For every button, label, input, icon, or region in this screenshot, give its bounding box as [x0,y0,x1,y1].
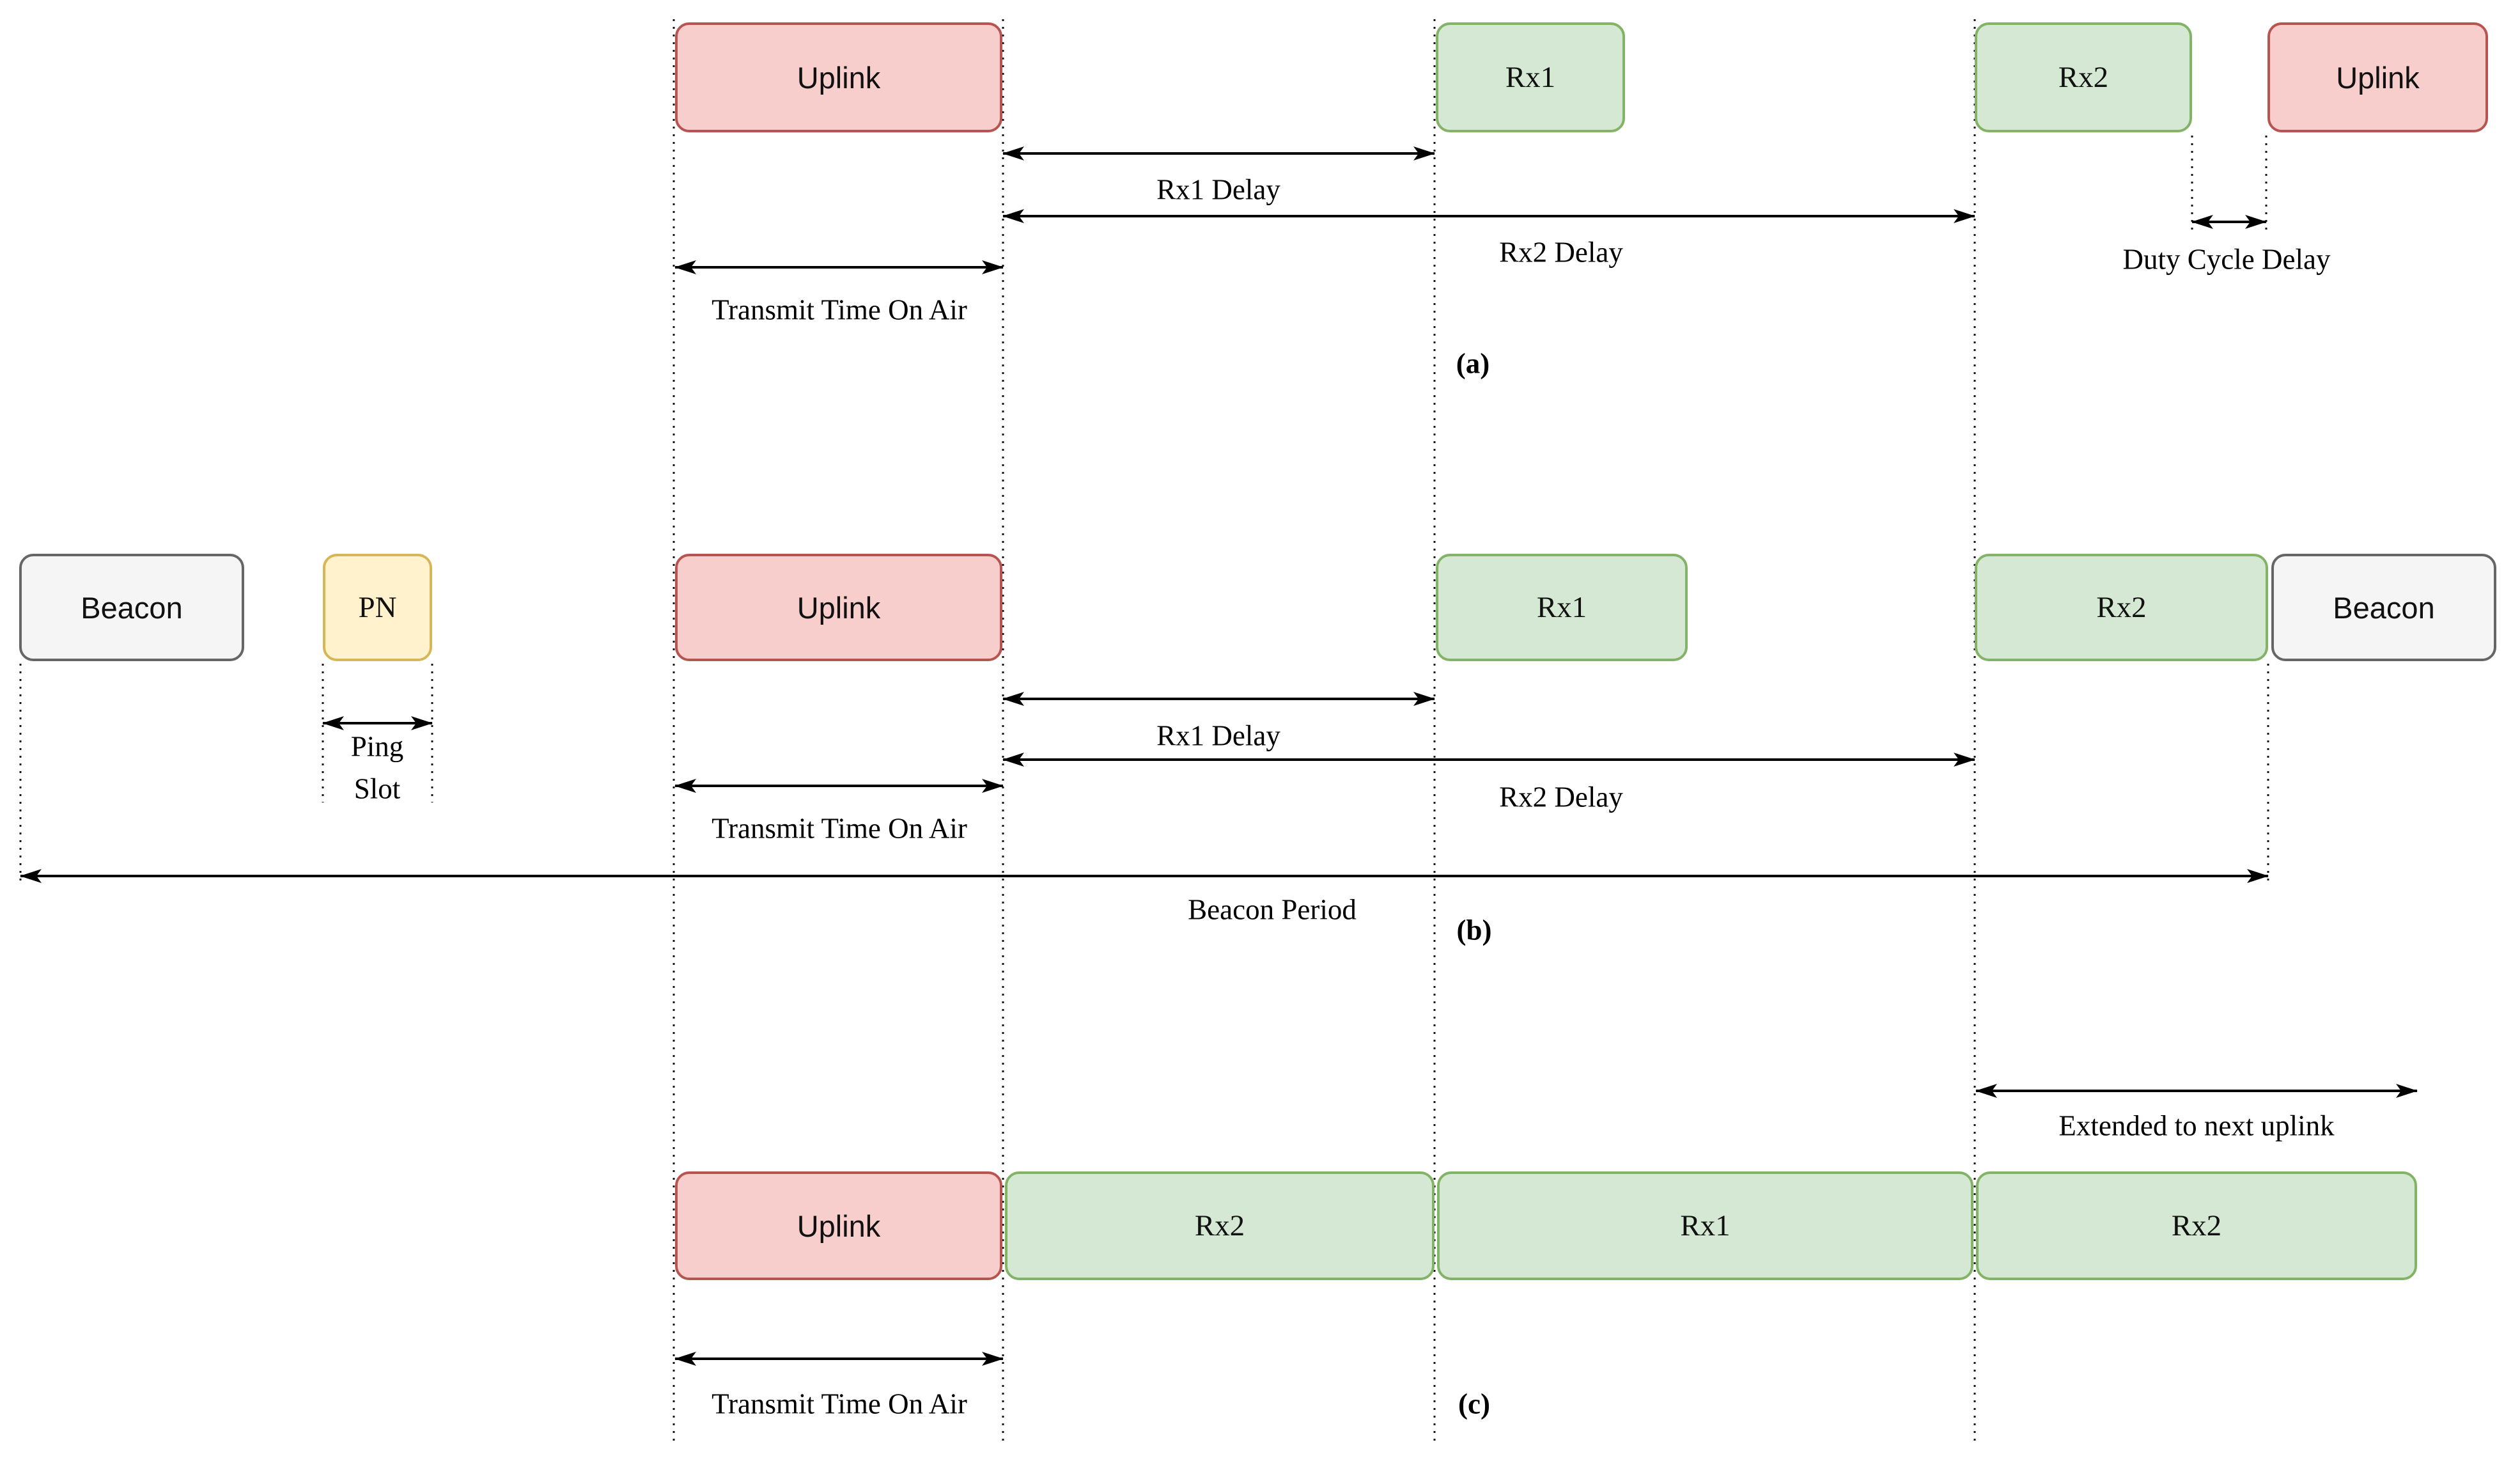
rx1-box-c: Rx1 [1437,1171,1973,1280]
rx1-delay-label-a: Rx1 Delay [1156,173,1280,206]
ttoa-label-c: Transmit Time On Air [712,1388,967,1420]
rx2-box-a: Rx2 [1975,22,2192,132]
rx2-box-c1-label: Rx2 [1194,1209,1245,1242]
beacon-box-b1-label: Beacon [81,590,183,625]
rx1-box-a-label: Rx1 [1505,60,1556,94]
ttoa-label-b: Transmit Time On Air [712,812,967,845]
duty-cycle-delay-label: Duty Cycle Delay [2122,243,2331,276]
rx2-delay-label-b: Rx2 Delay [1499,781,1623,813]
rx1-box-a: Rx1 [1436,22,1625,132]
rx1-delay-label-b: Rx1 Delay [1156,719,1280,752]
uplink-box-a-label: Uplink [797,60,881,95]
uplink-box-c-label: Uplink [797,1209,881,1243]
rx2-box-b: Rx2 [1975,554,2268,661]
rx1-box-b-label: Rx1 [1536,590,1587,624]
beacon-period-label: Beacon Period [1188,893,1357,926]
ping-label-line2: Slot [354,772,401,805]
pn-box-b: PN [323,554,432,661]
uplink-box-b-label: Uplink [797,590,881,625]
rx1-box-c-label: Rx1 [1680,1209,1731,1242]
beacon-box-b2: Beacon [2271,554,2496,661]
caption-b: (b) [1456,914,1492,946]
rx2-box-b-label: Rx2 [2096,590,2147,624]
uplink-box-b: Uplink [675,554,1002,661]
dimension-arrows-group [20,146,2418,1366]
rx2-box-c2-label: Rx2 [2171,1209,2222,1242]
uplink-box-c: Uplink [675,1171,1002,1280]
beacon-box-b1: Beacon [19,554,244,661]
beacon-box-b2-label: Beacon [2333,590,2435,625]
caption-c: (c) [1458,1388,1490,1420]
uplink-box-a2-label: Uplink [2336,60,2420,95]
dotted-guides-group [19,19,2269,1446]
rx2-delay-label-a: Rx2 Delay [1499,236,1623,269]
uplink-box-a: Uplink [675,22,1002,132]
caption-a: (a) [1456,347,1490,380]
rx2-box-a-label: Rx2 [2058,60,2109,94]
pn-box-b-label: PN [358,590,397,624]
rx1-box-b: Rx1 [1436,554,1688,661]
extended-label: Extended to next uplink [2058,1109,2335,1142]
rx2-box-c1: Rx2 [1005,1171,1435,1280]
uplink-box-a2: Uplink [2267,22,2488,132]
rx2-box-c2: Rx2 [1976,1171,2417,1280]
ping-label-line1: Ping [350,730,404,763]
ttoa-label-a: Transmit Time On Air [712,293,967,326]
